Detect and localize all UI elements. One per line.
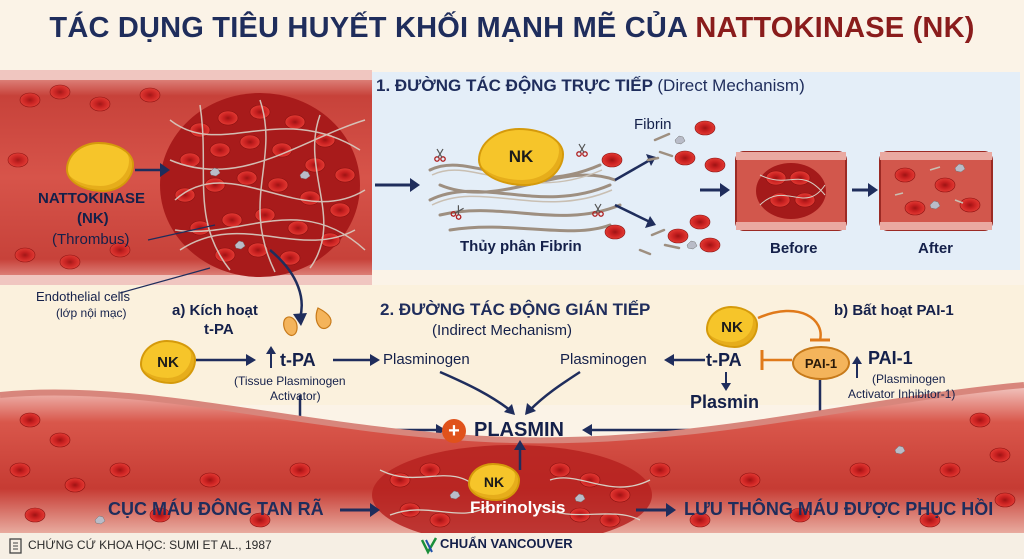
nk-abbr-label: (NK) xyxy=(77,210,109,227)
nk-fibrinolysis-badge: NK xyxy=(468,463,520,501)
plasminogen-left-label: Plasminogen xyxy=(383,351,470,368)
pai1-label: PAI-1 xyxy=(868,348,913,368)
after-label: After xyxy=(918,240,954,257)
clot-dissolves-caption: CỤC MÁU ĐÔNG TAN RÃ xyxy=(108,499,324,519)
endothelial-label: Endothelial cells xyxy=(36,289,130,304)
tpa-full-2: Activator) xyxy=(270,389,321,403)
pai1-full-2: Activator Inhibitor-1) xyxy=(848,387,956,401)
fibrin-label: Fibrin xyxy=(634,116,672,133)
nattokinase-label: NATTOKINASE xyxy=(38,190,145,207)
direct-mechanism-heading: 1. ĐƯỜNG TÁC ĐỘNG TRỰC TIẾP (Direct Mech… xyxy=(376,76,805,96)
indirect-mechanism-heading: 2. ĐƯỜNG TÁC ĐỘNG GIÁN TIẾP xyxy=(380,300,651,319)
indirect-heading-sub: (Indirect Mechanism) xyxy=(432,322,573,339)
activate-tpa-label-2: t-PA xyxy=(204,321,234,338)
direct-heading-text: 1. ĐƯỜNG TÁC ĐỘNG TRỰC TIẾP xyxy=(376,76,653,95)
citation-text: CHỨNG CỨ KHOA HỌC: SUMI ET AL., 1987 xyxy=(28,538,272,552)
endothelial-vi-label: (lớp nội mạc) xyxy=(56,306,127,320)
page-title: TÁC DỤNG TIÊU HUYẾT KHỐI MẠNH MẼ CỦA NAT… xyxy=(0,12,1024,45)
direct-heading-sub: (Direct Mechanism) xyxy=(657,76,805,95)
activate-tpa-label-1: a) Kích hoạt xyxy=(172,302,258,319)
nk-activate-badge: NK xyxy=(140,340,196,384)
title-prefix: TÁC DỤNG TIÊU HUYẾT KHỐI MẠNH MẼ CỦA xyxy=(49,12,688,44)
pai1-badge: PAI-1 xyxy=(792,346,850,380)
tpa-label: t-PA xyxy=(280,350,316,370)
inactivate-pai-label: b) Bất hoạt PAI-1 xyxy=(834,302,954,319)
check-logo-icon xyxy=(420,537,438,553)
fibrin-hydrolysis-label: Thủy phân Fibrin xyxy=(460,238,582,255)
nk-direct-badge: NK xyxy=(478,128,564,186)
plasmin-b-label: Plasmin xyxy=(690,392,760,412)
blood-flow-restored-caption: LƯU THÔNG MÁU ĐƯỢC PHỤC HỒI xyxy=(684,499,994,519)
brand-logo-text: CHUẨN VANCOUVER xyxy=(440,536,573,551)
nk-inhibit-badge: NK xyxy=(706,306,758,348)
before-label: Before xyxy=(770,240,818,257)
document-icon xyxy=(10,539,21,553)
tpa-b-label: t-PA xyxy=(706,350,742,370)
fibrinolysis-label: Fibrinolysis xyxy=(470,498,566,517)
thrombus-label: (Thrombus) xyxy=(52,231,130,248)
plasminogen-right-label: Plasminogen xyxy=(560,351,647,368)
tpa-full-1: (Tissue Plasminogen xyxy=(234,374,346,388)
plasmin-center-label: PLASMIN xyxy=(474,419,564,441)
title-highlight: NATTOKINASE (NK) xyxy=(695,12,975,44)
pai1-full-1: (Plasminogen xyxy=(872,372,946,386)
nk-enzyme-icon xyxy=(66,142,134,192)
plus-icon: + xyxy=(442,419,466,443)
